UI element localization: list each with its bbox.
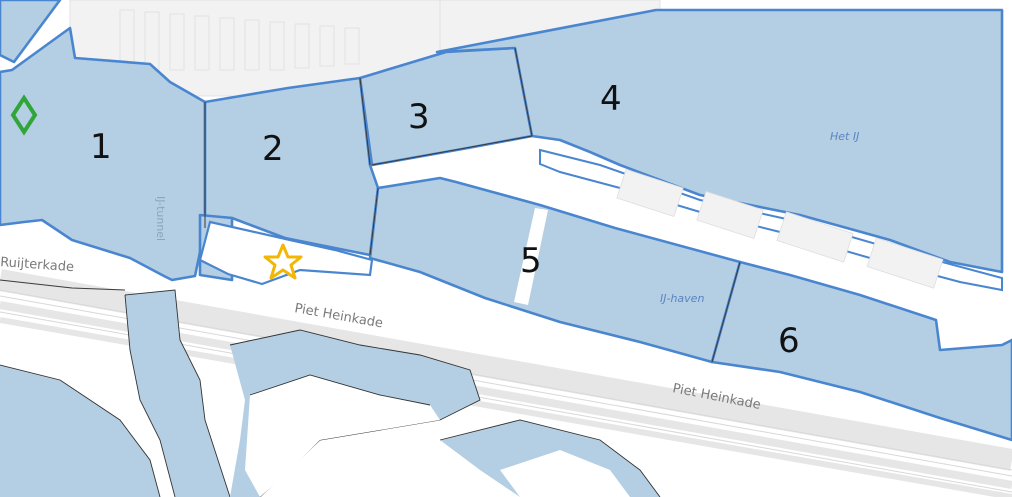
water-label-ij-haven: IJ-haven [660, 292, 704, 305]
zone-5-bridge [514, 208, 548, 305]
zone-6-label: 6 [778, 321, 800, 361]
street-label-ruijterkade: Ruijterkade [0, 255, 74, 275]
zone-6-area[interactable] [710, 260, 1012, 442]
zone-1-area[interactable] [0, 26, 207, 282]
tunnel-label-ij-tunnel: IJ-tunnel [154, 196, 167, 241]
diamond-marker-icon[interactable] [10, 94, 38, 136]
zone-5-label: 5 [520, 241, 542, 281]
pier-buildings [616, 168, 944, 289]
zone-4-area[interactable] [435, 8, 1004, 274]
left-water-strip [0, 0, 62, 64]
bottom-canals [0, 289, 661, 497]
zone-1-label: 1 [90, 127, 112, 167]
star-marker-icon[interactable] [263, 243, 303, 280]
water-label-het-ij: Het IJ [830, 130, 859, 143]
zone-4-label: 4 [600, 79, 622, 119]
zone-3-label: 3 [408, 97, 430, 137]
zone-2-label: 2 [262, 129, 284, 169]
zone-dividers [0, 47, 741, 363]
